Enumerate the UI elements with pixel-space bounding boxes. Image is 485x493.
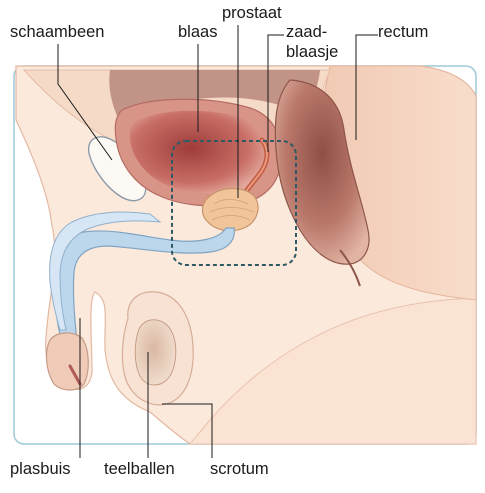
glans xyxy=(47,333,89,390)
label-scrotum: scrotum xyxy=(210,461,269,477)
label-plasbuis: plasbuis xyxy=(10,461,71,477)
label-teelballen: teelballen xyxy=(104,461,175,477)
label-zaadblaasje-line1: zaad- xyxy=(286,24,327,40)
label-rectum: rectum xyxy=(378,24,428,40)
label-blaas: blaas xyxy=(178,24,217,40)
label-prostaat: prostaat xyxy=(222,5,282,21)
label-schaambeen: schaambeen xyxy=(10,24,104,40)
prostate xyxy=(203,189,259,231)
label-zaadblaasje-line2: blaasje xyxy=(286,44,338,60)
testis xyxy=(135,320,176,385)
